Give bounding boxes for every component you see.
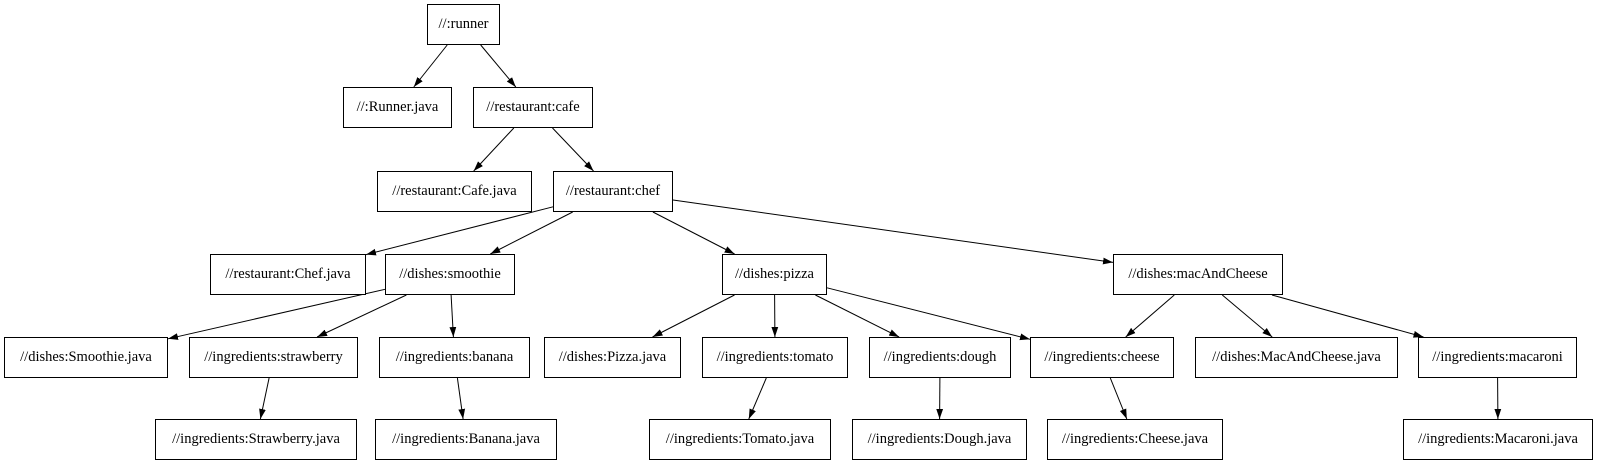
graph-node-pizza: //dishes:pizza (722, 254, 827, 295)
graph-edge-cheese-to-cheese-java (1109, 377, 1128, 420)
graph-node-cafe: //restaurant:cafe (473, 87, 593, 128)
graph-edge-pizza-to-dough (815, 294, 900, 338)
graph-edge-mac-and-cheese-to-macaroni (1271, 294, 1424, 338)
graph-edge-runner-to-runner-java (413, 44, 448, 88)
graph-node-banana-java: //ingredients:Banana.java (375, 419, 557, 460)
graph-edge-smoothie-to-banana (449, 294, 457, 338)
graph-node-dough-java: //ingredients:Dough.java (852, 419, 1027, 460)
graph-node-runner: //:runner (427, 4, 500, 45)
graph-node-cheese: //ingredients:cheese (1030, 337, 1174, 378)
graph-edge-runner-to-cafe (480, 44, 517, 88)
graph-node-strawberry: //ingredients:strawberry (189, 337, 358, 378)
graph-node-chef-java: //restaurant:Chef.java (210, 254, 366, 295)
graph-node-banana: //ingredients:banana (379, 337, 530, 378)
graph-node-chef: //restaurant:chef (553, 171, 673, 212)
graph-edge-strawberry-to-strawberry-java (259, 377, 270, 420)
graph-node-mac-and-cheese: //dishes:macAndCheese (1113, 254, 1283, 295)
graph-node-strawberry-java: //ingredients:Strawberry.java (155, 419, 357, 460)
graph-edge-cafe-to-cafe-java (473, 127, 515, 172)
graph-edge-mac-and-cheese-to-mac-and-cheese-java (1221, 294, 1273, 338)
graph-edge-banana-to-banana-java (456, 377, 466, 420)
graph-node-cafe-java: //restaurant:Cafe.java (377, 171, 532, 212)
graph-node-smoothie: //dishes:smoothie (385, 254, 515, 295)
graph-edge-smoothie-to-smoothie-java (167, 288, 386, 340)
graph-node-pizza-java: //dishes:Pizza.java (544, 337, 681, 378)
graph-node-tomato-java: //ingredients:Tomato.java (649, 419, 831, 460)
graph-node-mac-and-cheese-java: //dishes:MacAndCheese.java (1195, 337, 1398, 378)
graph-edge-cafe-to-chef (552, 127, 594, 172)
graph-node-macaroni: //ingredients:macaroni (1418, 337, 1577, 378)
graph-edge-pizza-to-cheese (826, 287, 1031, 341)
graph-node-cheese-java: //ingredients:Cheese.java (1047, 419, 1223, 460)
graph-edge-pizza-to-pizza-java (652, 294, 735, 338)
graph-edge-chef-to-chef-java (365, 206, 554, 256)
graph-edge-smoothie-to-strawberry (316, 294, 407, 338)
graph-node-macaroni-java: //ingredients:Macaroni.java (1403, 419, 1593, 460)
graph-edge-chef-to-pizza (652, 211, 735, 255)
graph-edge-chef-to-smoothie (490, 211, 573, 255)
graph-node-smoothie-java: //dishes:Smoothie.java (4, 337, 168, 378)
graph-edge-mac-and-cheese-to-cheese (1125, 294, 1175, 338)
graph-node-tomato: //ingredients:tomato (702, 337, 848, 378)
graph-edge-tomato-to-tomato-java (748, 377, 767, 420)
graph-node-dough: //ingredients:dough (869, 337, 1011, 378)
graph-node-runner-java: //:Runner.java (343, 87, 452, 128)
